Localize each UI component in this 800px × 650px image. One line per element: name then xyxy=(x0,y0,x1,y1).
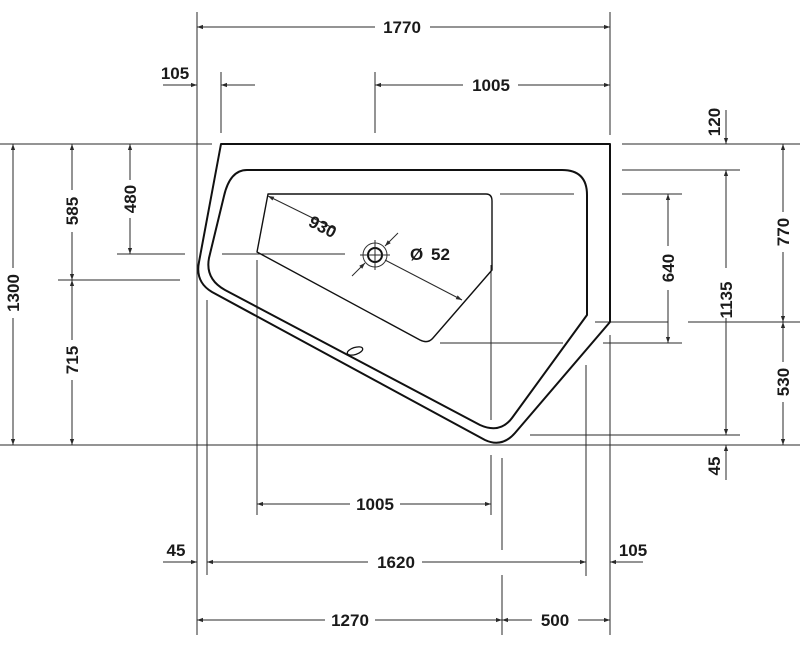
dim-bottom-left-offset: 45 xyxy=(167,541,186,560)
dim-right-top-offset: 120 xyxy=(705,108,724,136)
dim-bottom-inner: 1005 xyxy=(356,495,394,514)
dim-left-lower: 715 xyxy=(63,346,82,374)
dim-right-upper: 770 xyxy=(774,218,793,246)
dim-left-upper: 585 xyxy=(63,197,82,225)
dim-overall-width: 1770 xyxy=(383,18,421,37)
dim-drain-symbol: Ø xyxy=(410,245,423,264)
dim-right-inner-1135: 1135 xyxy=(717,282,736,319)
tub-inner-rim xyxy=(207,169,588,430)
dim-left-inner: 480 xyxy=(121,185,140,213)
tub-basin-floor xyxy=(256,193,493,343)
dim-bottom-mid: 1620 xyxy=(377,553,415,572)
dim-bottom-right-offset: 45 xyxy=(705,457,724,476)
dim-top-left-offset: 105 xyxy=(161,64,189,83)
dim-bottom-right-total: 500 xyxy=(541,611,569,630)
dim-top-right-segment: 1005 xyxy=(472,76,510,95)
drain-icon xyxy=(351,232,399,277)
tub-outer-outline xyxy=(197,143,611,444)
dim-overall-height: 1300 xyxy=(4,274,23,312)
overflow-icon xyxy=(346,346,364,356)
extension-lines xyxy=(0,12,800,635)
dim-right-inner-640: 640 xyxy=(659,254,678,282)
dim-drain-diameter: 52 xyxy=(431,245,450,264)
dim-bottom-left-total: 1270 xyxy=(331,611,369,630)
dim-bottom-right-offset-2: 105 xyxy=(619,541,647,560)
dim-right-lower: 530 xyxy=(774,368,793,396)
